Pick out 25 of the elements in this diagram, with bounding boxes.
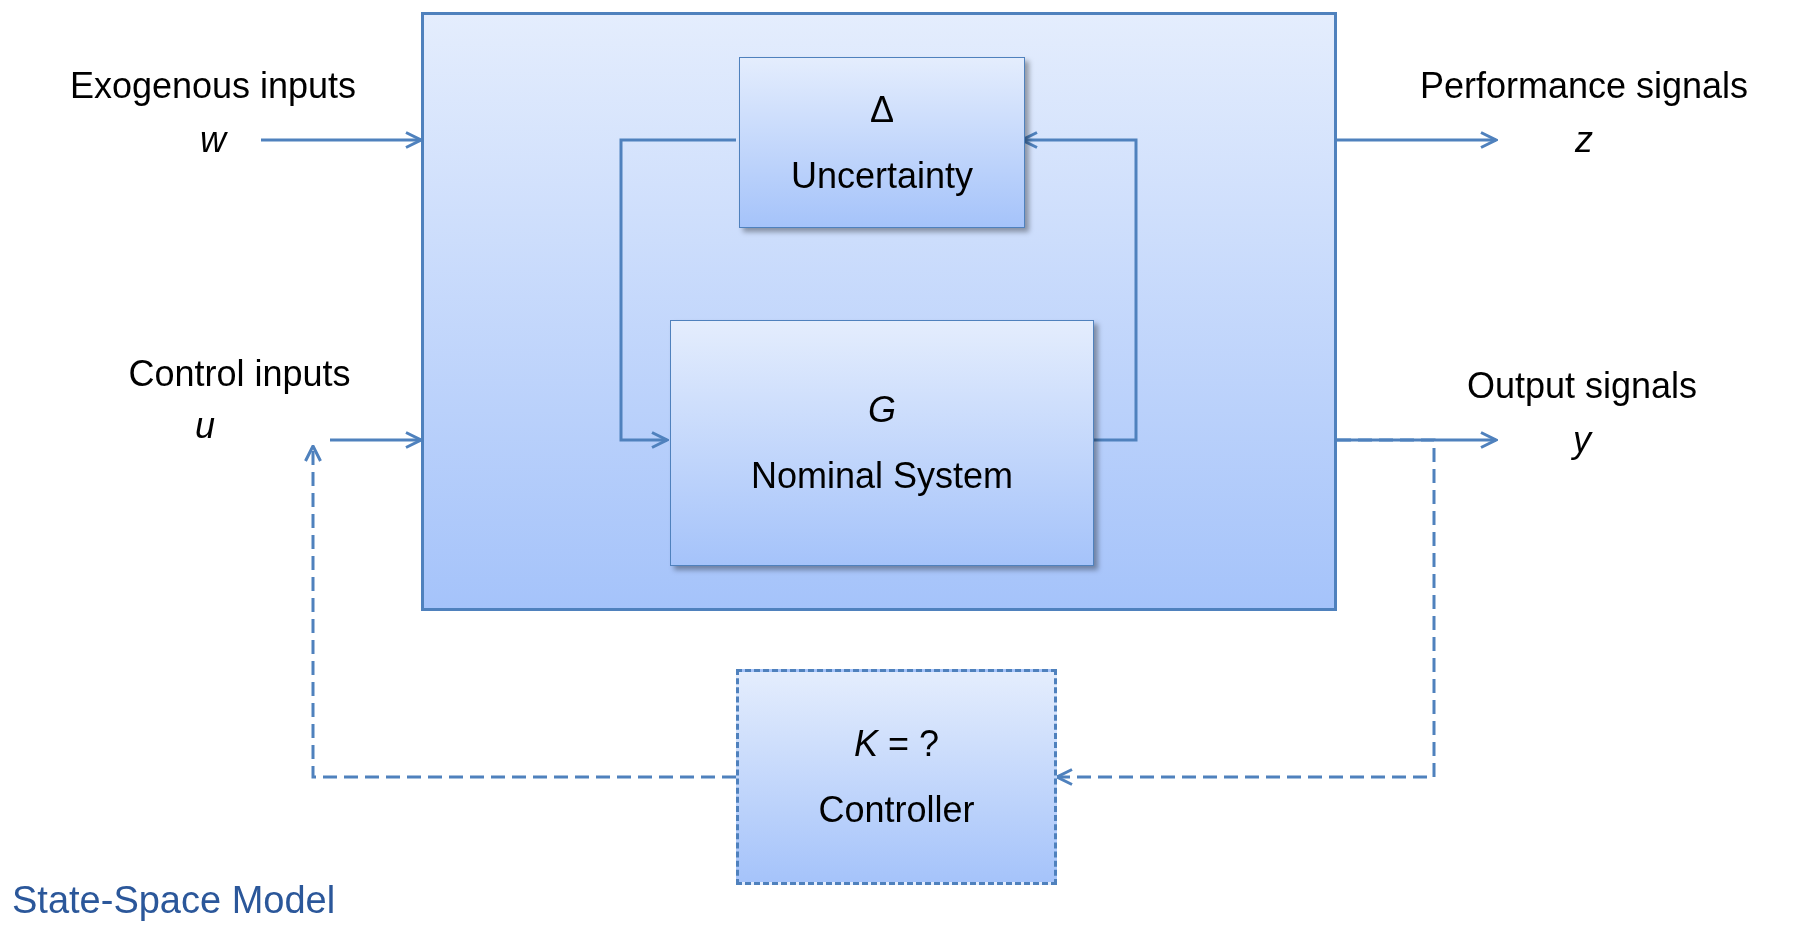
uncertainty-block: [739, 57, 1025, 228]
block-label: Nominal System: [750, 456, 1014, 496]
arrow: [619, 138, 736, 449]
arrow: [1337, 131, 1498, 149]
signal-label: Exogenous inputs: [69, 66, 357, 106]
nominal-system-block: [670, 320, 1094, 566]
block-symbol: K = ?: [853, 724, 940, 764]
signal-symbol: u: [195, 406, 215, 446]
arrow: [330, 431, 423, 449]
block-label: Controller: [818, 790, 975, 830]
signal-symbol: y: [1573, 420, 1591, 460]
signal-symbol: z: [1575, 120, 1593, 160]
controller-block: [736, 669, 1057, 885]
dashed-arrow: [1055, 438, 1436, 786]
signal-label: Performance signals: [1419, 66, 1749, 106]
block-frame: [421, 12, 1337, 611]
diagram-title: State-Space Model: [12, 878, 336, 922]
arrow: [261, 131, 423, 149]
block-label: Uncertainty: [790, 155, 974, 196]
signal-label: Output signals: [1466, 366, 1698, 406]
block-symbol: Δ: [869, 89, 894, 130]
block-symbol: G: [868, 390, 896, 430]
signal-symbol: w: [200, 120, 226, 160]
dashed-arrow: [304, 444, 736, 779]
signal-label: Control inputs: [128, 354, 351, 394]
